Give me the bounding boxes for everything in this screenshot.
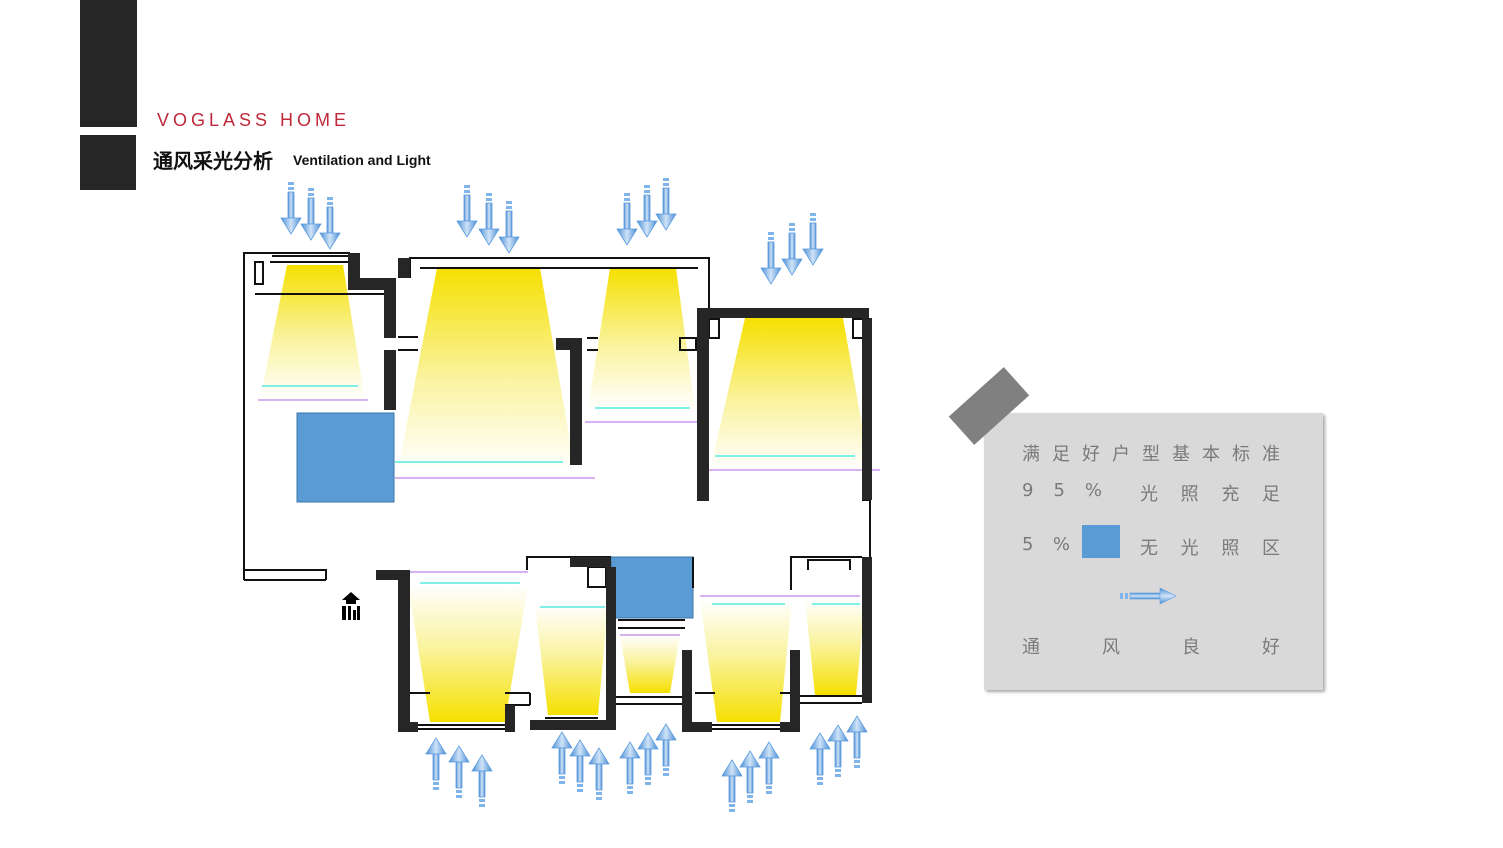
legend-char: 户	[1112, 444, 1130, 465]
airflow-arrow-icon	[827, 724, 849, 778]
no-light-zone	[296, 412, 395, 503]
airflow-arrow-icon	[280, 181, 302, 235]
legend-char: 光	[1140, 484, 1158, 505]
legend-nolight-swatch	[1082, 525, 1120, 558]
legend-char: 准	[1262, 444, 1280, 465]
brand-name: VOGLASS HOME	[157, 110, 351, 130]
legend-char: 照	[1221, 538, 1240, 559]
legend-char: 光	[1180, 538, 1199, 559]
no-light-zone	[610, 556, 694, 619]
legend-char: 5	[1022, 534, 1034, 555]
legend-char: 标	[1232, 444, 1250, 465]
page-title-en: Ventilation and Light	[293, 152, 431, 168]
airflow-arrow-icon	[471, 754, 493, 808]
legend-standard-text: 满 足 好 户 型 基 本 标 准	[1022, 440, 1280, 466]
airflow-arrow-icon	[809, 732, 831, 786]
legend-ventilation-label: 通 风 良 好	[1022, 633, 1280, 659]
airflow-arrow-icon	[739, 750, 761, 804]
light-zone	[535, 605, 608, 715]
airflow-arrow-icon	[616, 192, 638, 246]
legend-char: 本	[1202, 444, 1220, 465]
airflow-arrow-icon	[448, 745, 470, 799]
airflow-arrow-icon	[478, 192, 500, 246]
airflow-arrow-icon	[456, 184, 478, 238]
legend-char: 9	[1022, 480, 1034, 501]
legend-char: 风	[1102, 637, 1120, 658]
legend-char: 5	[1053, 480, 1065, 501]
light-zone	[260, 265, 365, 400]
airflow-arrows-bottom	[425, 715, 868, 813]
legend-sufficient-label: 光 照 充 足	[1140, 480, 1280, 506]
light-zones	[260, 265, 870, 722]
entrance-icon	[342, 592, 360, 620]
airflow-arrow-icon	[637, 732, 659, 786]
airflow-arrow-icon	[569, 739, 591, 793]
legend-char: %	[1084, 480, 1102, 501]
airflow-arrow-icon	[619, 741, 641, 795]
airflow-arrow-icon	[636, 184, 658, 238]
header-dark-block-top	[80, 0, 137, 127]
window-lines	[258, 385, 880, 636]
header-dark-block-bottom	[80, 135, 136, 190]
legend-char: 通	[1022, 637, 1040, 658]
legend-char: 充	[1221, 484, 1240, 505]
legend-char: 满	[1022, 444, 1040, 465]
light-zone	[588, 268, 695, 410]
light-zone	[805, 600, 865, 695]
legend-char: 好	[1082, 444, 1100, 465]
airflow-arrow-icon	[721, 759, 743, 813]
airflow-arrow-icon	[498, 200, 520, 254]
legend-char: 足	[1052, 444, 1070, 465]
airflow-arrow-icon	[802, 212, 824, 266]
legend-nolight-percent: 5 %	[1022, 534, 1070, 555]
legend-char: 照	[1180, 484, 1199, 505]
legend-char: 区	[1261, 538, 1280, 559]
legend-char: 型	[1142, 444, 1160, 465]
legend-char: 基	[1172, 444, 1190, 465]
legend-char: 良	[1182, 637, 1200, 658]
legend-char: 好	[1262, 637, 1280, 658]
page-title-cn: 通风采光分析	[153, 149, 273, 173]
legend-card	[984, 413, 1323, 690]
airflow-arrow-icon	[781, 222, 803, 276]
legend-sufficient-percent: 9 5 %	[1022, 480, 1102, 501]
light-zone	[398, 268, 575, 470]
airflow-arrow-icon	[588, 747, 610, 801]
airflow-arrow-icon	[300, 187, 322, 241]
light-zone	[620, 635, 680, 693]
airflow-arrow-icon	[551, 731, 573, 785]
legend-char: 无	[1140, 538, 1158, 559]
airflow-arrow-icon	[846, 715, 868, 769]
thick-walls	[348, 253, 872, 732]
light-zone	[710, 318, 870, 470]
airflow-arrow-icon	[655, 177, 677, 231]
airflow-arrow-icon	[655, 723, 677, 777]
light-zone	[700, 600, 792, 722]
legend-char: 足	[1261, 484, 1280, 505]
light-zone	[408, 585, 528, 722]
legend-airflow-arrow-icon	[1120, 588, 1177, 604]
airflow-arrow-icon	[758, 741, 780, 795]
legend-char: %	[1052, 534, 1070, 555]
airflow-arrow-icon	[425, 737, 447, 791]
airflow-arrow-icon	[760, 231, 782, 285]
airflow-arrow-icon	[319, 196, 341, 250]
legend-nolight-label: 无 光 照 区	[1140, 534, 1280, 560]
